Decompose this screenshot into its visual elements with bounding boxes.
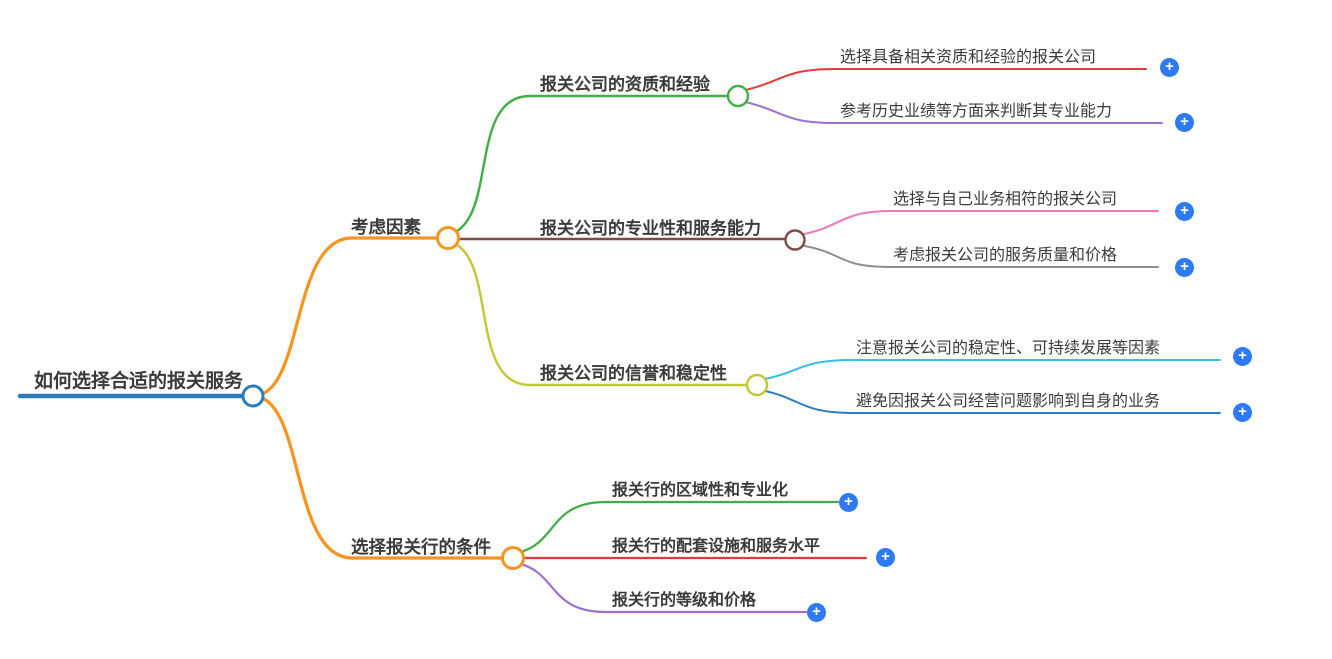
node-reputation-label[interactable]: 报关公司的信誉和稳定性 [540,364,727,383]
branch-considerations-label[interactable]: 考虑因素 [351,217,421,237]
branch-broker-conditions-label[interactable]: 选择报关行的条件 [351,537,491,557]
root-node-circle[interactable] [241,384,265,408]
leaf-qualifications-1-label[interactable]: 选择具备相关资质和经验的报关公司 [840,49,1097,66]
edge-professionalism-leaf-2 [798,244,1159,268]
node-qualifications-label[interactable]: 报关公司的资质和经验 [540,75,710,94]
edge-root-to-broker-conditions [251,394,504,560]
edge-conditions-leaf-1 [515,500,840,555]
leaf-professionalism-1-label[interactable]: 选择与自己业务相符的报关公司 [893,191,1118,208]
root-topic-label[interactable]: 如何选择合适的报关服务 [34,371,244,392]
leaf-conditions-3-label[interactable]: 报关行的等级和价格 [612,592,757,609]
professionalism-node-circle[interactable] [784,229,806,251]
leaf-professionalism-2-label[interactable]: 考虑报关公司的服务质量和价格 [893,247,1118,264]
add-child-button[interactable]: + [1160,58,1179,77]
add-child-button[interactable]: + [1175,258,1194,277]
node-professionalism-label[interactable]: 报关公司的专业性和服务能力 [540,219,761,238]
broker-conditions-node-circle[interactable] [501,546,525,570]
add-child-button[interactable]: + [807,603,826,622]
add-child-button[interactable]: + [1233,403,1252,422]
qualifications-node-circle[interactable] [726,84,750,108]
edge-reputation-leaf-2 [759,389,1221,414]
leaf-conditions-2-label[interactable]: 报关行的配套设施和服务水平 [612,538,821,555]
edge-qualifications-leaf-2 [740,100,1163,124]
reputation-node-circle[interactable] [745,373,769,397]
add-child-button[interactable]: + [1233,347,1252,366]
edge-reputation-leaf-1 [759,359,1221,381]
leaf-conditions-1-label[interactable]: 报关行的区域性和专业化 [612,482,789,499]
considerations-node-circle[interactable] [436,226,460,250]
add-child-button[interactable]: + [876,548,895,567]
add-child-button[interactable]: + [1175,113,1194,132]
edge-conditions-leaf-3 [515,561,808,614]
add-child-button[interactable]: + [1175,202,1194,221]
edge-considerations-to-reputation [449,240,748,387]
edge-root-to-considerations [251,236,439,398]
leaf-qualifications-2-label[interactable]: 参考历史业绩等方面来判断其专业能力 [840,103,1113,120]
edge-considerations-to-qualifications [449,94,729,236]
edge-qualifications-leaf-1 [740,68,1147,92]
edge-professionalism-leaf-1 [798,210,1159,236]
leaf-reputation-2-label[interactable]: 避免因报关公司经营问题影响到自身的业务 [856,393,1161,410]
add-child-button[interactable]: + [839,493,858,512]
leaf-reputation-1-label[interactable]: 注意报关公司的稳定性、可持续发展等因素 [856,340,1161,357]
